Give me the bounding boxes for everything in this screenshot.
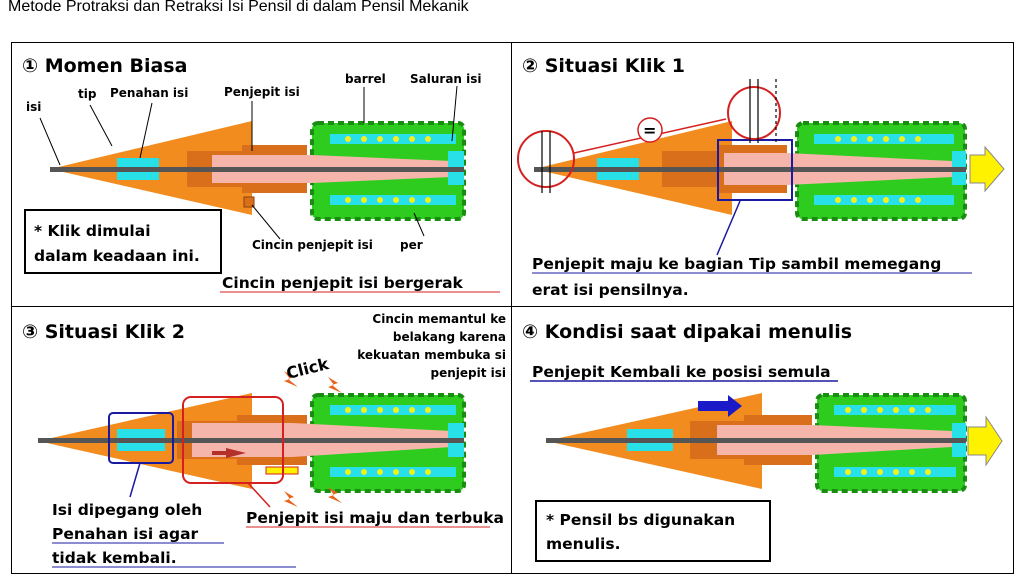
note-box [535, 500, 771, 562]
pencil-mechanism [546, 393, 1003, 493]
panel-momen-biasa: ① Momen Biasa [11, 42, 513, 308]
panel4-heading: ④ Kondisi saat dipakai menulis [522, 321, 852, 343]
label-cincin-penjepit-isi: Cincin penjepit isi [252, 238, 373, 252]
pencil-mechanism [534, 121, 1005, 221]
label-saluran-isi: Saluran isi [410, 72, 482, 86]
note-line: Cincin memantul ke [372, 312, 506, 326]
panel2-heading: ② Situasi Klik 1 [522, 55, 685, 77]
label-per: per [400, 238, 423, 252]
note-line-1: * Klik dimulai [34, 222, 151, 240]
holder-pointer [129, 462, 141, 498]
back-arrow [212, 448, 246, 458]
label-penjepit-isi: Penjepit isi [224, 85, 300, 99]
push-arrow [967, 415, 1003, 467]
subtitle: Penjepit Kembali ke posisi semula [532, 363, 831, 381]
note-line: penjepit isi [430, 366, 506, 380]
label-tip: tip [78, 87, 97, 101]
panel-situasi-klik-1: ② Situasi Klik 1 [511, 42, 1014, 308]
note-line-2: menulis. [546, 535, 620, 553]
chuck-pointer [716, 200, 741, 256]
caption-left-line-1: Isi dipegang oleh [52, 501, 202, 519]
label-isi: isi [26, 100, 41, 114]
equal-circle [637, 117, 663, 143]
pencil-diagram-4: ④ Kondisi saat dipakai menulis Penjepit … [522, 321, 1003, 562]
spark-icons [284, 371, 342, 507]
panel1-heading: ① Momen Biasa [22, 55, 187, 77]
page-title: Metode Protraksi dan Retraksi Isi Pensil… [8, 0, 469, 15]
caption-cincin-bergerak: Cincin penjepit isi bergerak [222, 274, 464, 292]
caption-line-2: erat isi pensilnya. [532, 281, 689, 299]
pencil-mechanism [38, 393, 466, 493]
leader-lines [39, 85, 458, 240]
note-line-2: dalam keadaan ini. [34, 247, 200, 265]
note-line: kekuatan membuka si [357, 348, 506, 362]
caption-right: Penjepit isi maju dan terbuka [246, 509, 504, 527]
measure-lines [541, 79, 777, 193]
note-line-1: * Pensil bs digunakan [546, 511, 735, 529]
holder-highlight [108, 412, 174, 464]
chuck-zoom-circle [727, 86, 781, 140]
panel-kondisi-menulis: ④ Kondisi saat dipakai menulis Penjepit … [511, 306, 1014, 574]
rebound-note: Cincin memantul ke belakang karena kekua… [357, 312, 506, 380]
note-line: belakang karena [393, 330, 506, 344]
return-arrow [698, 395, 742, 417]
panel-situasi-klik-2: ③ Situasi Klik 2 Click [11, 306, 513, 574]
click-label: Click [284, 354, 331, 383]
chuck-pointer [247, 482, 271, 508]
pencil-diagram-2: ② Situasi Klik 1 [517, 55, 1005, 299]
panel3-heading: ③ Situasi Klik 2 [22, 321, 185, 343]
pencil-diagram-1: ① Momen Biasa [22, 55, 500, 293]
push-arrow [969, 145, 1005, 193]
pencil-diagram-3: ③ Situasi Klik 2 Click [22, 312, 506, 568]
note-box [24, 209, 222, 274]
chuck-highlight [717, 139, 793, 201]
caption-left-line-2: Penahan isi agar [52, 525, 199, 543]
caption-line-1: Penjepit maju ke bagian Tip sambil memeg… [532, 255, 941, 273]
tip-zoom-circle [517, 130, 575, 188]
label-barrel: barrel [345, 72, 386, 86]
label-penahan-isi: Penahan isi [110, 86, 188, 100]
caption-left-line-3: tidak kembali. [52, 549, 177, 567]
chuck-highlight [182, 396, 284, 484]
pencil-mechanism [50, 121, 466, 221]
equal-symbol: = [643, 121, 656, 140]
